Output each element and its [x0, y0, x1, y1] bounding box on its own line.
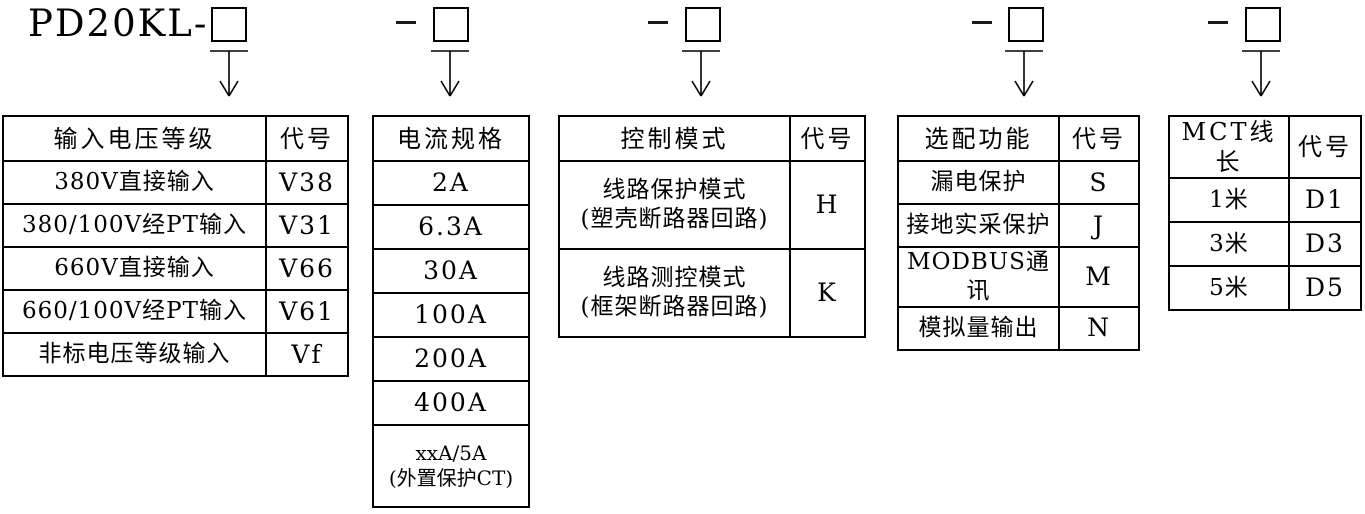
option-label: 660V直接输入: [2, 246, 267, 291]
option-code: D1: [1288, 177, 1362, 223]
option-label: 380/100V经PT输入: [2, 203, 267, 248]
option-code: H: [789, 160, 866, 250]
option-code: N: [1058, 305, 1140, 351]
down-arrow-icon: [1242, 50, 1280, 97]
option-code: V61: [265, 289, 349, 334]
option-code: J: [1058, 203, 1140, 248]
table-row: 接地实采保护 J: [897, 203, 1140, 248]
table-mct-cable-length: MCT线长 代号 1米 D1 3米 D3 5米 D5: [1168, 115, 1362, 311]
option-label: 2A: [372, 160, 530, 206]
option-label: 380V直接输入: [2, 160, 267, 205]
column-header: 代号: [789, 115, 866, 162]
code-box-5: [1245, 7, 1281, 42]
column-header: 代号: [1058, 115, 1140, 162]
table-row: 100A: [372, 292, 530, 338]
option-label: 200A: [372, 336, 530, 382]
table-row: 660/100V经PT输入 V61: [2, 289, 349, 334]
table-row: 380/100V经PT输入 V31: [2, 203, 349, 248]
option-label: 线路测控模式 (框架断路器回路): [558, 248, 791, 338]
table-row: 1米 D1: [1168, 177, 1362, 223]
option-label: 5米: [1168, 265, 1290, 311]
option-code: V31: [265, 203, 349, 248]
option-code: K: [789, 248, 866, 338]
table-row: xxA/5A (外置保护CT): [372, 424, 530, 508]
down-arrow-icon: [431, 50, 469, 97]
column-header: 输入电压等级: [2, 115, 267, 162]
table-row: 200A: [372, 336, 530, 382]
option-code: D3: [1288, 221, 1362, 267]
option-code: S: [1058, 160, 1140, 205]
code-box-1: [211, 7, 247, 42]
down-arrow-icon: [210, 50, 248, 97]
down-arrow-icon: [1005, 50, 1043, 97]
table-row: 漏电保护 S: [897, 160, 1140, 205]
option-label: MODBUS通讯: [897, 246, 1060, 308]
column-header: 代号: [265, 115, 349, 162]
option-code: D5: [1288, 265, 1362, 311]
option-label: 线路保护模式 (塑壳断路器回路): [558, 160, 791, 250]
option-label: 模拟量输出: [897, 305, 1060, 351]
column-header: MCT线长: [1168, 115, 1290, 179]
table-row: 线路测控模式 (框架断路器回路) K: [558, 248, 866, 338]
column-header: 代号: [1288, 115, 1362, 179]
option-label: 3米: [1168, 221, 1290, 267]
option-label: 接地实采保护: [897, 203, 1060, 248]
table-current-spec: 电流规格 2A 6.3A 30A 100A 200A 400A xxA/5A (…: [372, 115, 530, 508]
option-code: Vf: [265, 332, 349, 377]
table-row: 5米 D5: [1168, 265, 1362, 311]
option-code: M: [1058, 246, 1140, 308]
option-label: 漏电保护: [897, 160, 1060, 205]
separator-dash: [1208, 21, 1228, 24]
table-control-mode: 控制模式 代号 线路保护模式 (塑壳断路器回路) H 线路测控模式 (框架断路器…: [558, 115, 866, 338]
option-label: 1米: [1168, 177, 1290, 223]
table-row: 30A: [372, 248, 530, 294]
option-label: 30A: [372, 248, 530, 294]
table-row: 模拟量输出 N: [897, 305, 1140, 351]
table-row: MODBUS通讯 M: [897, 246, 1140, 308]
table-row: 400A: [372, 380, 530, 426]
table-row: 3米 D3: [1168, 221, 1362, 267]
table-row: 6.3A: [372, 204, 530, 250]
table-optional-function: 选配功能 代号 漏电保护 S 接地实采保护 J MODBUS通讯 M 模拟量输出…: [897, 115, 1140, 351]
code-box-3: [685, 7, 721, 42]
option-code: V66: [265, 246, 349, 291]
table-input-voltage: 输入电压等级 代号 380V直接输入 V38 380/100V经PT输入 V31…: [2, 115, 349, 377]
option-label: 6.3A: [372, 204, 530, 250]
option-label: 100A: [372, 292, 530, 338]
code-box-4: [1008, 7, 1044, 42]
model-prefix: PD20KL-: [28, 2, 209, 45]
column-header: 选配功能: [897, 115, 1060, 162]
option-label: 660/100V经PT输入: [2, 289, 267, 334]
table-row: 660V直接输入 V66: [2, 246, 349, 291]
table-row: 2A: [372, 160, 530, 206]
code-box-2: [433, 7, 469, 42]
option-label: 非标电压等级输入: [2, 332, 267, 377]
column-header: 控制模式: [558, 115, 791, 162]
option-label: 400A: [372, 380, 530, 426]
separator-dash: [648, 21, 668, 24]
separator-dash: [972, 21, 992, 24]
table-row: 非标电压等级输入 Vf: [2, 332, 349, 377]
down-arrow-icon: [682, 50, 720, 97]
column-header: 电流规格: [372, 115, 530, 162]
option-code: V38: [265, 160, 349, 205]
separator-dash: [396, 21, 416, 24]
option-label: xxA/5A (外置保护CT): [372, 424, 530, 508]
table-row: 线路保护模式 (塑壳断路器回路) H: [558, 160, 866, 250]
table-row: 380V直接输入 V38: [2, 160, 349, 205]
